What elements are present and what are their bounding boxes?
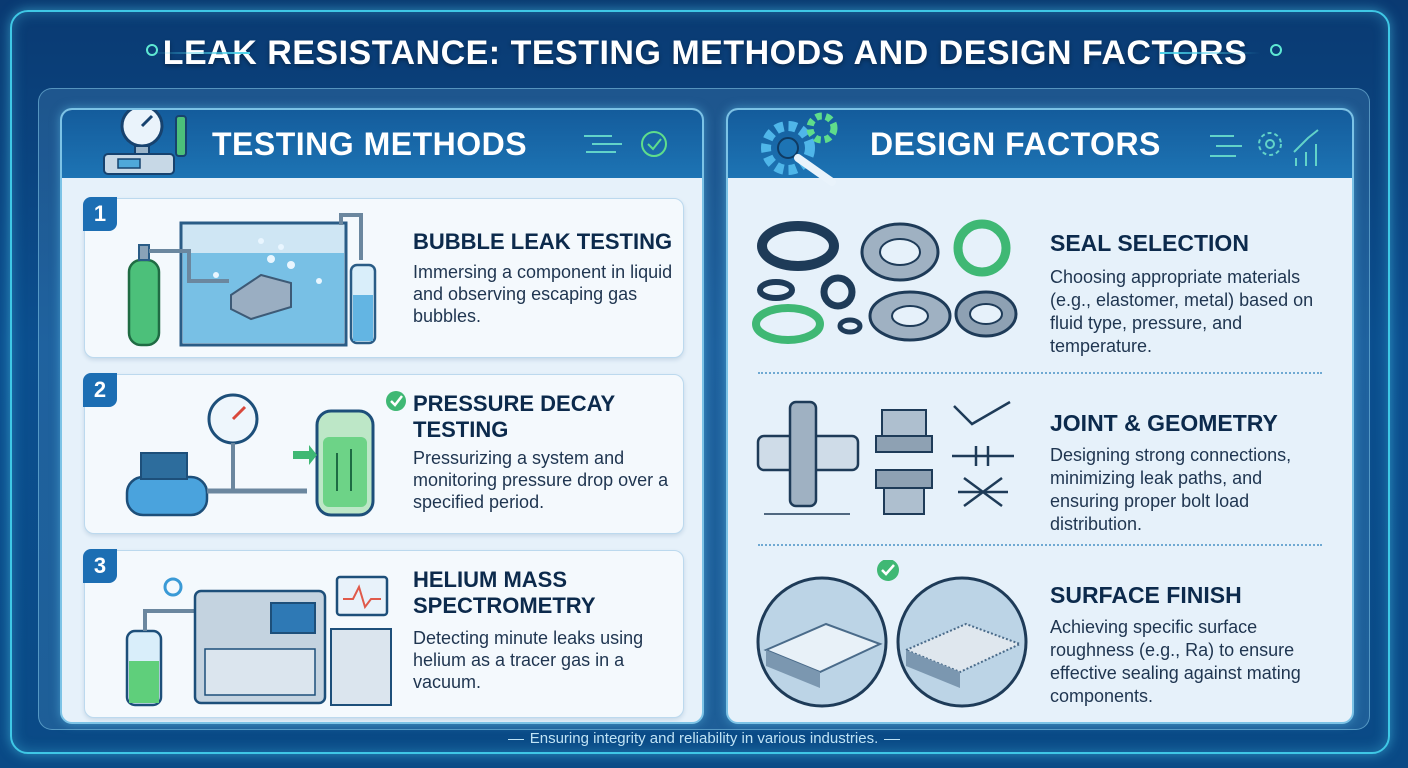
outer-frame: [10, 10, 1390, 754]
page-title: LEAK RESISTANCE: TESTING METHODS AND DES…: [162, 33, 1248, 72]
card-description: Immersing a component in liquid and obse…: [413, 262, 673, 326]
footer: Ensuring integrity and reliability in va…: [0, 730, 1408, 747]
bubble-tank-illustration: [127, 213, 377, 347]
factor-seal-selection: SEAL SELECTION Choosing appropriate mate…: [728, 200, 1352, 368]
seals-illustration: [752, 219, 1018, 344]
divider: [758, 372, 1322, 374]
title-line-left: [150, 52, 250, 54]
design-factors-header: DESIGN FACTORS: [728, 110, 1352, 186]
title-dot-right: [1270, 44, 1282, 56]
divider: [758, 544, 1322, 546]
card-description: Pressurizing a system and monitoring pre…: [413, 448, 669, 512]
factor-surface-finish: SURFACE FINISH Achieving specific surfac…: [728, 554, 1352, 718]
factor-description: Achieving specific surface roughness (e.…: [1050, 617, 1301, 706]
pressure-gauge-icon: [103, 110, 187, 175]
factor-title: SEAL SELECTION: [1050, 230, 1249, 256]
checkmark-icon: [584, 131, 667, 157]
design-factors-title: DESIGN FACTORS: [870, 125, 1161, 162]
factor-title: SURFACE FINISH: [1050, 582, 1242, 608]
factor-title: JOINT & GEOMETRY: [1050, 410, 1278, 436]
testing-methods-header: TESTING METHODS: [62, 110, 702, 178]
footer-line-right: [884, 738, 901, 740]
card-number: 3: [83, 549, 117, 583]
factor-description: Designing strong connections, minimizing…: [1050, 445, 1292, 534]
gear-wrench-icon: [761, 112, 838, 186]
card-number: 1: [83, 197, 117, 231]
joint-geometry-illustration: [756, 400, 1014, 515]
footer-line-left: [507, 738, 524, 740]
factor-joint-geometry: JOINT & GEOMETRY Designing strong connec…: [728, 380, 1352, 540]
card-description: Detecting minute leaks using helium as a…: [413, 628, 644, 692]
testing-methods-panel: TESTING METHODS 1 BUBBLE LEAK TESTING: [60, 108, 704, 724]
title-bar: LEAK RESISTANCE: TESTING METHODS AND DES…: [140, 28, 1270, 78]
surface-finish-illustration: [756, 560, 1028, 708]
card-pressure-decay-testing: 2 PRESSURE DECAY TESTING Pressurizing a …: [83, 373, 684, 534]
testing-methods-title: TESTING METHODS: [212, 125, 528, 162]
card-number: 2: [83, 373, 117, 407]
footer-text: Ensuring integrity and reliability in va…: [529, 730, 879, 747]
design-factors-panel: DESIGN FACTORS SEAL SEL: [726, 108, 1354, 724]
analytics-icon: [1210, 129, 1319, 166]
card-helium-mass-spectrometry: 3 HELIUM MASS SPECTROMETRY Detecting min…: [83, 549, 684, 718]
card-bubble-leak-testing: 1 BUBBLE LEAK TESTING Immersing a compon…: [83, 197, 684, 358]
pressure-decay-illustration: [125, 391, 406, 517]
factor-description: Choosing appropriate materials (e.g., el…: [1050, 267, 1314, 356]
title-line-right: [1160, 52, 1260, 54]
helium-spectrometer-illustration: [125, 575, 392, 707]
card-title: BUBBLE LEAK TESTING: [413, 229, 673, 254]
title-dot-left: [146, 44, 158, 56]
card-title: PRESSURE DECAY TESTING: [413, 391, 615, 442]
card-title: HELIUM MASS SPECTROMETRY: [413, 567, 596, 618]
